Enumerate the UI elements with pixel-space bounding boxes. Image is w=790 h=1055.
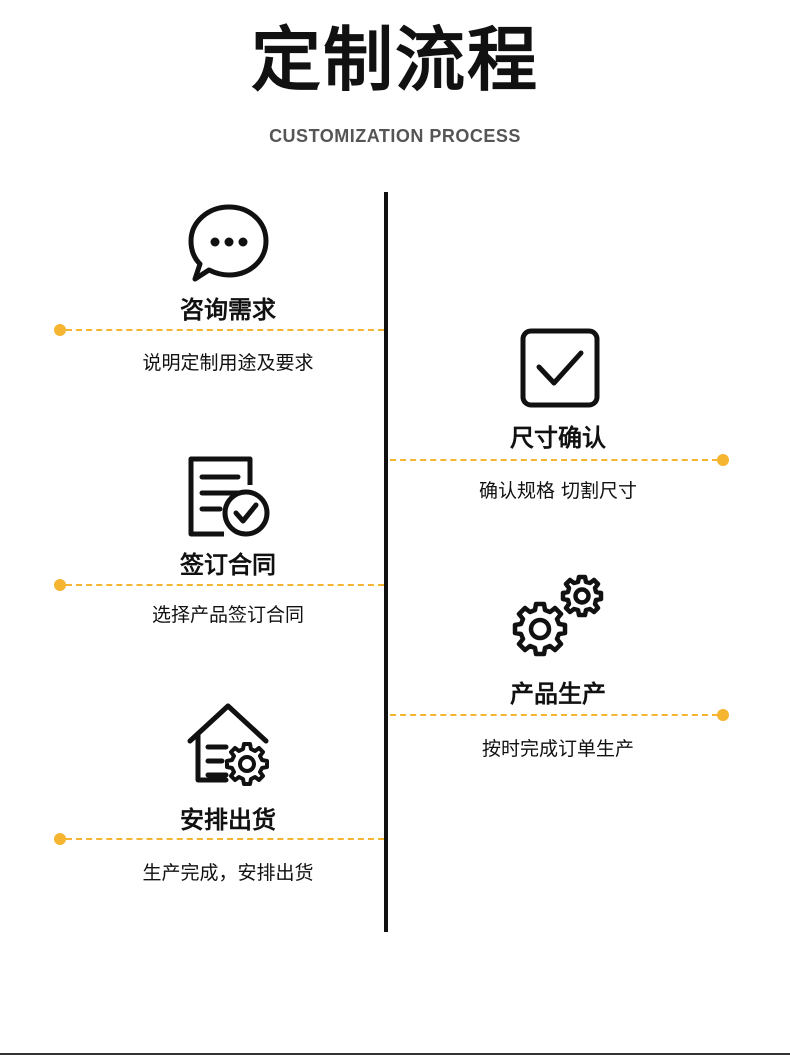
- step-desc: 说明定制用途及要求: [142, 352, 314, 374]
- step-desc: 确认规格 切割尺寸: [478, 480, 638, 502]
- dashed-connector: [66, 584, 384, 586]
- page-subtitle: CUSTOMIZATION PROCESS: [269, 126, 521, 146]
- step-title: 安排出货: [180, 806, 276, 834]
- step-title: 产品生产: [510, 680, 606, 708]
- step-title: 咨询需求: [180, 296, 276, 324]
- timeline-dot: [54, 833, 66, 845]
- step-title: 尺寸确认: [510, 424, 606, 452]
- dashed-connector: [66, 838, 384, 840]
- timeline-dot: [717, 709, 729, 721]
- timeline-line: [384, 192, 388, 932]
- dashed-connector: [66, 329, 384, 331]
- dashed-connector: [390, 714, 718, 716]
- step-title: 签订合同: [180, 551, 276, 579]
- step-desc: 生产完成，安排出货: [142, 862, 314, 884]
- contract-icon: [188, 456, 270, 537]
- timeline-dot: [54, 324, 66, 336]
- gears-icon: [512, 574, 604, 657]
- page-title: 定制流程: [251, 19, 539, 101]
- step-desc: 选择产品签订合同: [151, 604, 304, 626]
- bottom-divider: [0, 1053, 790, 1055]
- chat-bubble-icon: [188, 204, 269, 282]
- timeline-dot: [54, 579, 66, 591]
- checkbox-icon: [520, 328, 600, 408]
- warehouse-icon: [187, 703, 269, 786]
- step-desc: 按时完成订单生产: [481, 738, 634, 760]
- timeline-dot: [717, 454, 729, 466]
- dashed-connector: [390, 459, 718, 461]
